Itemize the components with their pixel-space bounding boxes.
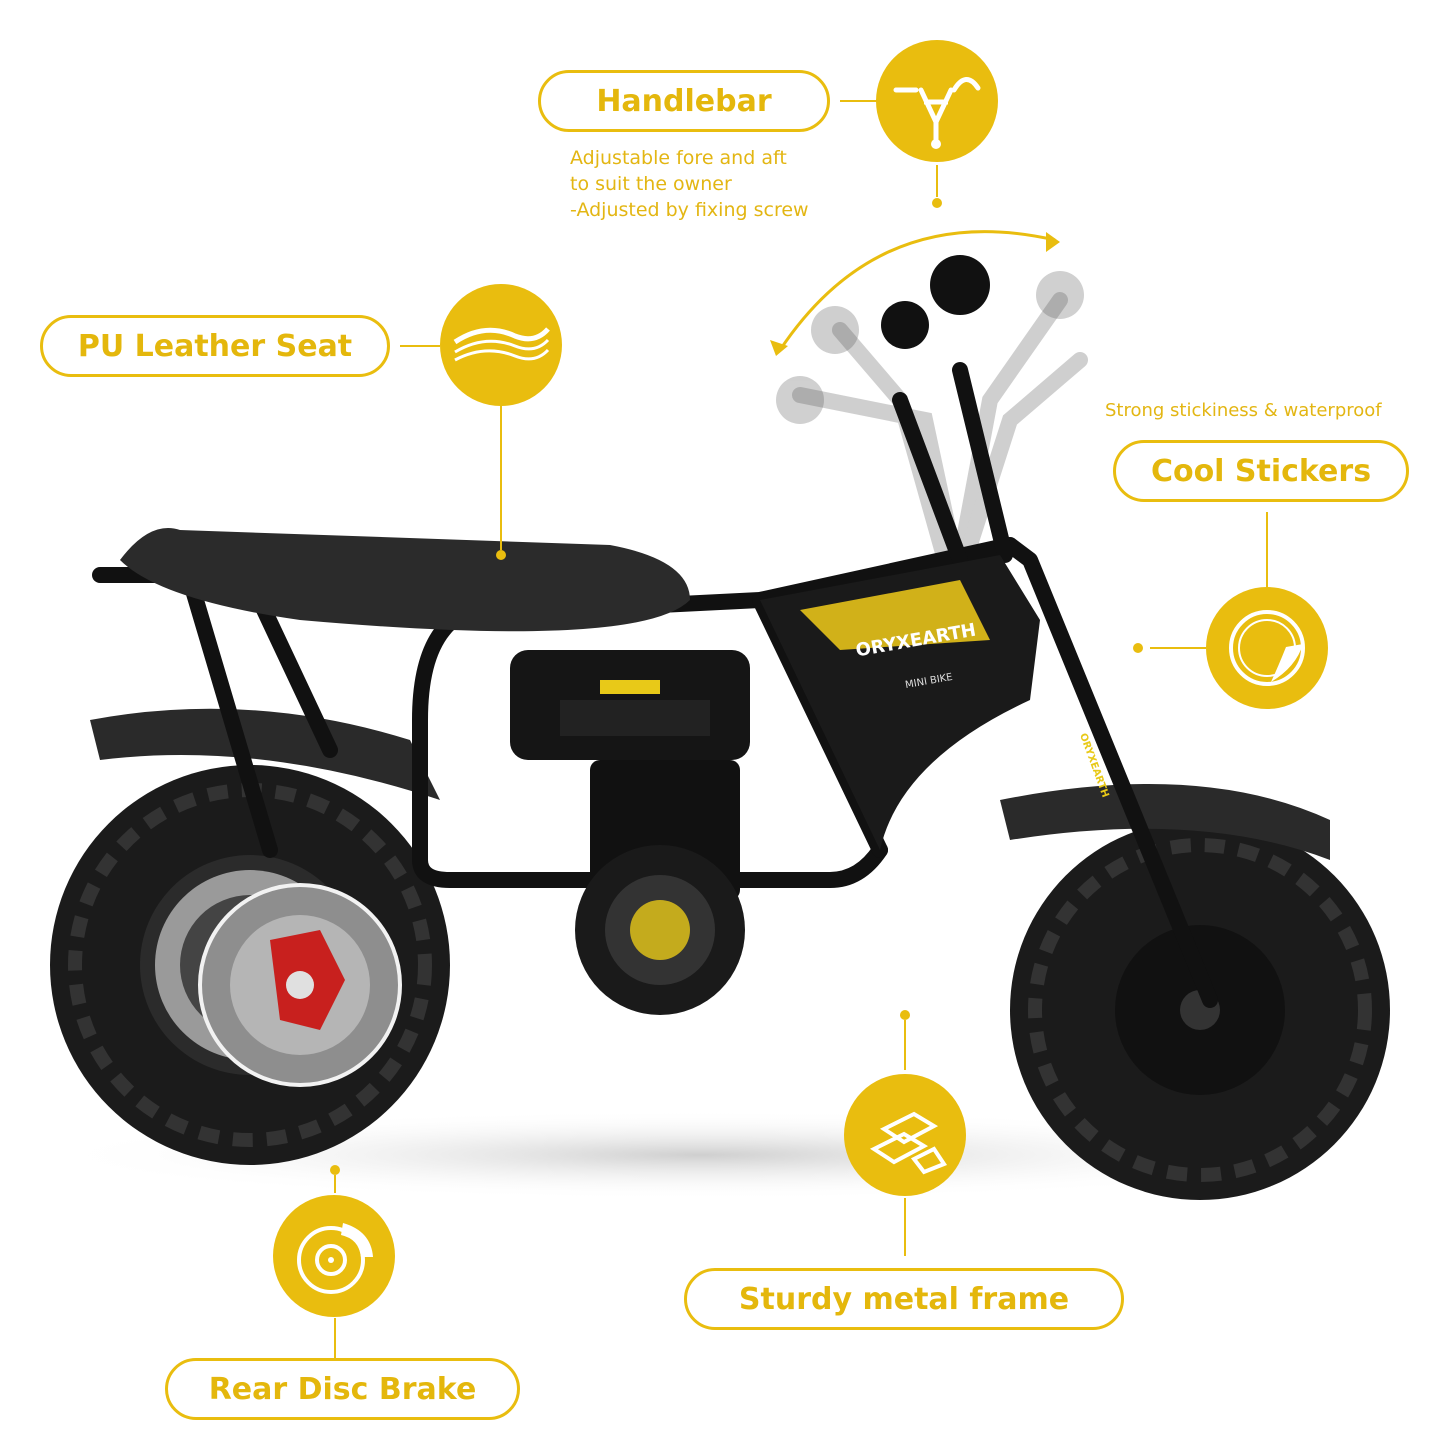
handlebar-connector [840, 100, 880, 102]
stickers-connector [1150, 647, 1206, 649]
stickers-anchor-dot [1133, 643, 1143, 653]
brake-icon-circle [273, 1195, 395, 1317]
brake-anchor-dot [330, 1165, 340, 1175]
seat-connector-vertical [500, 405, 502, 550]
front-fender [1000, 784, 1330, 860]
handlebar-icon-circle [876, 40, 998, 162]
handlebar-desc-line: to suit the owner [570, 173, 732, 195]
frame-anchor-dot [900, 1010, 910, 1020]
front-wheel [1010, 820, 1390, 1200]
handlebar-desc-line: -Adjusted by fixing screw [570, 199, 809, 221]
brake-detail-inset [198, 883, 402, 1087]
seat-anchor-dot [496, 550, 506, 560]
seat-title: PU Leather Seat [77, 328, 353, 364]
disc-brake-icon [297, 1223, 373, 1294]
seat [120, 528, 690, 632]
engine [510, 650, 750, 1015]
handlebar-connector-vertical [936, 165, 938, 197]
metal-bars-icon [869, 1111, 948, 1175]
handlebar-description: Adjustable fore and aft to suit the owne… [570, 145, 809, 223]
frame-connector-vertical [904, 1198, 906, 1256]
brake-title: Rear Disc Brake [208, 1371, 477, 1407]
brake-connector-vertical [334, 1318, 336, 1358]
rear-fender [90, 708, 440, 800]
frame-connector-vertical-top [904, 1020, 906, 1070]
frame-icon-circle [844, 1074, 966, 1196]
handlebar-icon [893, 77, 981, 149]
handlebar-grip [930, 255, 990, 315]
seat-connector [400, 345, 440, 347]
sticker-icon [1229, 610, 1305, 686]
seat-icon-circle [440, 284, 562, 406]
adjust-arrow [778, 230, 1056, 351]
seat-label-pill: PU Leather Seat [40, 315, 390, 377]
handlebar-label-pill: Handlebar [538, 70, 830, 132]
frame-label-pill: Sturdy metal frame [684, 1268, 1124, 1330]
handlebar-title: Handlebar [596, 83, 772, 119]
stickers-title: Cool Stickers [1150, 453, 1372, 489]
brake-label-pill: Rear Disc Brake [165, 1358, 520, 1420]
stickers-icon-circle [1206, 587, 1328, 709]
stickers-label-pill: Cool Stickers [1113, 440, 1409, 502]
handlebar-anchor-dot [932, 198, 942, 208]
seat-wave-icon [453, 327, 550, 362]
frame-title: Sturdy metal frame [738, 1281, 1070, 1317]
stickers-connector-vertical [1266, 512, 1268, 587]
handlebar-desc-line: Adjustable fore and aft [570, 147, 787, 169]
stickers-note: Strong stickiness & waterproof [1105, 400, 1382, 421]
brake-connector-vertical-top [334, 1175, 336, 1193]
